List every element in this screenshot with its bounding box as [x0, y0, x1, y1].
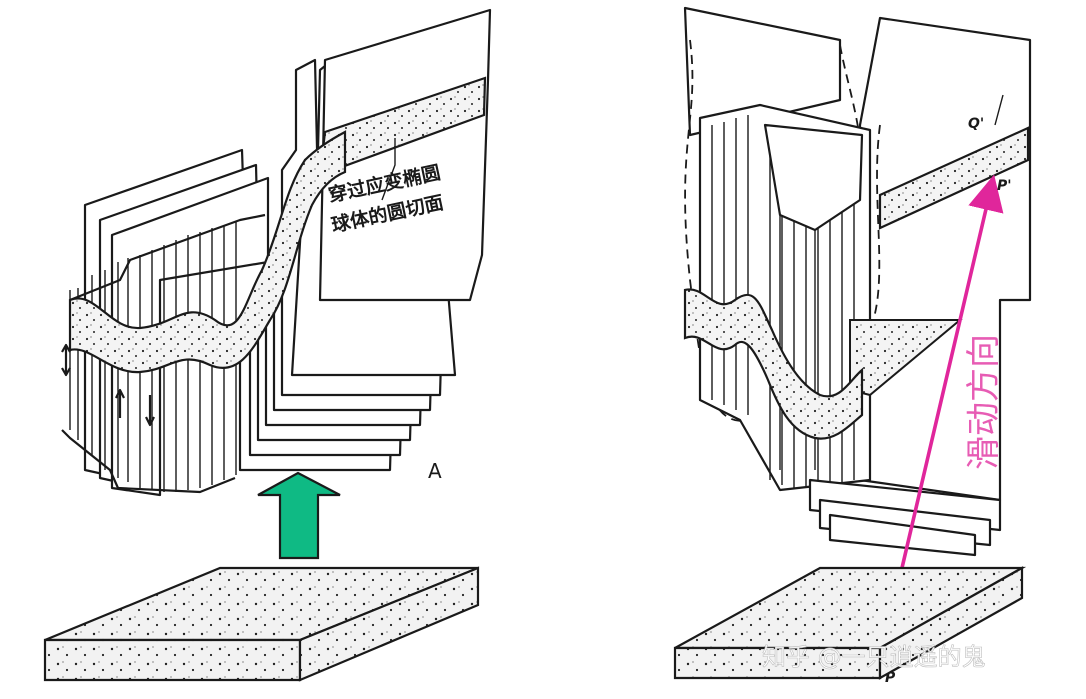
right-undeformed-slab — [673, 566, 1027, 680]
left-folded-layer — [68, 130, 347, 374]
left-fold-block: 穿过应变椭圆 球体的圆切面 A — [61, 8, 492, 497]
watermark: 知乎 @一只逍遥的鬼 — [762, 643, 986, 671]
q-tick — [994, 94, 1004, 126]
label-p: P — [885, 670, 896, 686]
left-undeformed-slab — [43, 566, 480, 682]
right-fold-block — [683, 6, 1032, 557]
panel-letter-a: A — [428, 459, 442, 483]
callout-pointer — [381, 138, 396, 201]
right-left-sheet — [683, 6, 842, 137]
slip-direction-arrow — [885, 174, 1004, 633]
label-p-prime: P' — [997, 178, 1012, 194]
right-folded-layer — [683, 288, 864, 440]
right-dashed-outline-left — [684, 39, 751, 422]
compression-direction-arrow — [257, 471, 341, 560]
right-dashed-outline-right — [869, 124, 881, 331]
right-slip-band — [878, 126, 1030, 230]
left-right-sheets — [238, 8, 492, 472]
label-q-prime: Q' — [968, 116, 984, 132]
left-small-slip-arrows — [61, 343, 155, 427]
slip-direction-label: 滑动方向 — [964, 334, 1004, 470]
right-back-sheet — [858, 16, 1032, 502]
